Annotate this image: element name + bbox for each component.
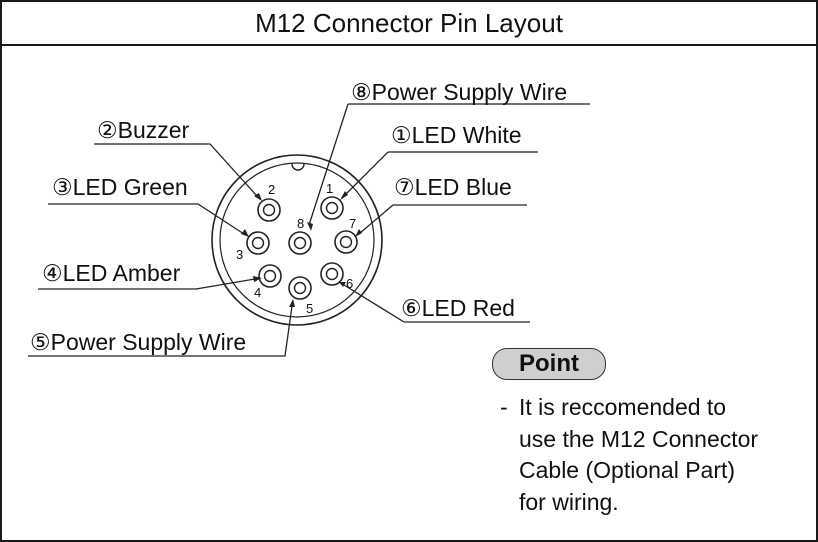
pin-2: 2 <box>257 182 281 222</box>
pin-number-8: 8 <box>297 216 304 231</box>
note-dash: - <box>500 394 508 420</box>
pin-5: 5 <box>288 276 313 316</box>
pin-number-7: 7 <box>349 216 356 231</box>
pin-number-5: 5 <box>306 301 313 316</box>
pin-number-3: 3 <box>236 247 243 262</box>
label-pin-1: ①LED White <box>391 122 522 148</box>
circled-number-1: ① <box>391 122 412 148</box>
circled-number-5: ⑤ <box>30 329 51 355</box>
point-badge: Point <box>492 348 606 380</box>
label-pin-4: ④LED Amber <box>42 260 181 286</box>
label-pin-7: ⑦LED Blue <box>394 174 512 200</box>
leader-arrowheads <box>241 191 362 307</box>
pin-1: 1 <box>320 181 344 220</box>
pin-number-2: 2 <box>268 182 275 197</box>
label-pin-2: ②Buzzer <box>97 117 190 143</box>
circled-number-4: ④ <box>42 260 63 286</box>
diagram-title: M12 Connector Pin Layout <box>2 2 816 46</box>
circled-number-6: ⑥ <box>401 295 422 321</box>
note-line-4: for wiring. <box>519 488 619 515</box>
pin-number-1: 1 <box>326 181 333 196</box>
note-line-3: Cable (Optional Part) <box>519 457 736 483</box>
pin-number-6: 6 <box>346 276 353 291</box>
pin-3: 3 <box>236 231 270 262</box>
circled-number-8: ⑧ <box>351 79 372 105</box>
label-pin-3: ③LED Green <box>52 174 188 200</box>
point-note: - It is reccomended to use the M12 Conne… <box>500 392 810 518</box>
connector-key-notch <box>291 163 305 171</box>
note-line-1: It is reccomended to <box>519 394 727 420</box>
label-pin-8: ⑧Power Supply Wire <box>351 79 567 105</box>
pin-6: 6 <box>320 262 353 291</box>
pin-8: 8 <box>288 216 312 255</box>
pin-number-4: 4 <box>254 285 261 300</box>
label-pin-6: ⑥LED Red <box>401 295 515 321</box>
note-line-2: use the M12 Connector <box>519 425 759 452</box>
label-pin-5: ⑤Power Supply Wire <box>30 329 246 355</box>
pin-4: 4 <box>254 264 282 300</box>
circled-number-2: ② <box>97 117 118 143</box>
pin-7: 7 <box>334 216 358 254</box>
circled-number-7: ⑦ <box>394 174 415 200</box>
circled-number-3: ③ <box>52 174 73 200</box>
leader-lines <box>28 103 590 357</box>
connector-inner-ring <box>219 162 375 318</box>
connector-outer-ring <box>211 154 383 326</box>
